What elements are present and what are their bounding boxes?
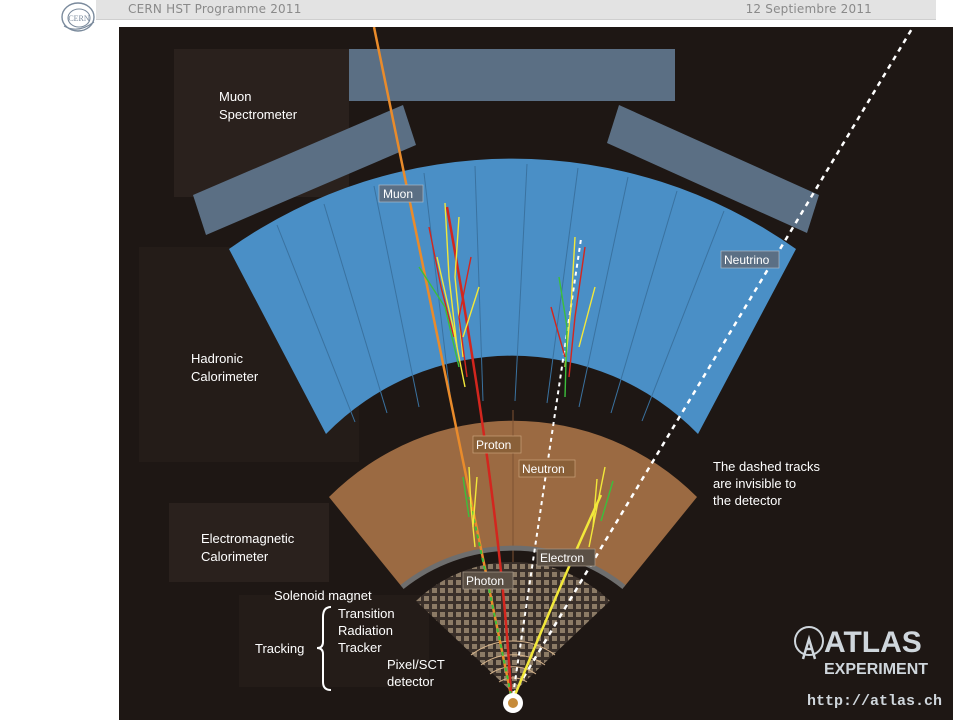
muon-chamber-top — [349, 49, 675, 101]
tracking-brace — [316, 606, 332, 691]
atlas-detector-diagram: Muon Spectrometer Hadronic Calorimeter E… — [119, 27, 953, 720]
slide-header-bar: CERN HST Programme 2011 12 Septiembre 20… — [96, 0, 936, 20]
label-muon: Muon — [383, 187, 413, 201]
atlas-experiment-logo: ATLAS EXPERIMENT http://atlas.ch — [794, 626, 942, 710]
transition-radiation-tracker — [416, 561, 610, 693]
electron-track — [513, 494, 603, 696]
header-date: 12 Septiembre 2011 — [745, 2, 872, 16]
label-trt: Transition Radiation Tracker — [338, 606, 398, 655]
label-neutrino: Neutrino — [724, 253, 770, 267]
label-proton: Proton — [476, 438, 511, 452]
muon-chamber-right — [607, 105, 819, 233]
em-shower-photon — [462, 466, 478, 548]
label-hadronic-calorimeter: Hadronic Calorimeter — [191, 351, 259, 384]
label-electron: Electron — [540, 551, 584, 565]
label-neutron: Neutron — [522, 462, 565, 476]
proton-track — [445, 206, 513, 696]
band-tracking — [239, 595, 429, 687]
hadron-shower-right — [550, 236, 596, 398]
em-shower-electron — [588, 466, 614, 548]
pixel-sct-layers — [470, 640, 556, 683]
muon-chamber-left — [193, 105, 416, 235]
band-em — [169, 503, 329, 582]
atlas-logo-name: ATLAS — [824, 626, 922, 659]
hadron-shower-left — [418, 202, 480, 388]
cern-logo-text: CERN — [68, 14, 90, 23]
atlas-logo-url: http://atlas.ch — [807, 693, 942, 710]
label-muon-spectrometer: Muon Spectrometer — [219, 89, 298, 122]
label-electromagnetic-calorimeter: Electromagnetic Calorimeter — [201, 531, 298, 564]
label-solenoid-magnet: Solenoid magnet — [274, 588, 372, 603]
hadronic-calorimeter — [229, 158, 796, 435]
label-photon: Photon — [466, 574, 504, 588]
cern-logo: CERN — [61, 2, 95, 32]
atlas-logo-sub: EXPERIMENT — [824, 661, 928, 678]
note-dashed-tracks: The dashed tracks are invisible to the d… — [713, 459, 824, 508]
label-tracking: Tracking — [255, 641, 304, 656]
hadronic-segment-lines — [276, 163, 725, 423]
header-programme-title: CERN HST Programme 2011 — [128, 2, 302, 16]
label-pixel-sct: Pixel/SCT detector — [387, 657, 448, 689]
solenoid-magnet — [400, 545, 626, 589]
